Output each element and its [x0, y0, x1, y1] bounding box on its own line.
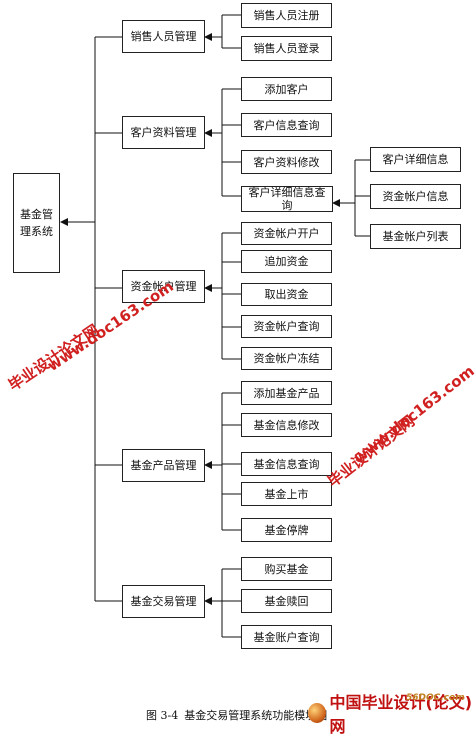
figure-title: 基金交易管理系统功能模块图 [184, 709, 328, 722]
leaf-node: 基金信息查询 [241, 452, 332, 476]
leaf-node: 基金信息修改 [241, 413, 332, 437]
sub-leaf-node: 客户详细信息 [370, 147, 461, 172]
leaf-node: 客户信息查询 [241, 113, 332, 137]
sub-leaf-node: 资金帐户信息 [370, 184, 461, 209]
module-node-fund-trading: 基金交易管理 [122, 585, 205, 618]
module-node-fund-account: 资金帐户管理 [122, 270, 205, 303]
leaf-node: 资金帐户冻结 [241, 347, 332, 370]
leaf-node: 客户资料修改 [241, 150, 332, 174]
module-node-fund-product: 基金产品管理 [122, 449, 205, 482]
leaf-node: 基金停牌 [241, 518, 332, 542]
leaf-node-with-children: 客户详细信息查询 [241, 186, 333, 212]
figure-caption: 图 3-4 基金交易管理系统功能模块图 [146, 707, 333, 723]
root-node: 基金管理系统 [13, 173, 60, 273]
logo-site-text: 56DOC.com [406, 693, 465, 703]
leaf-node: 取出资金 [241, 283, 332, 306]
leaf-node: 追加资金 [241, 250, 332, 273]
leaf-node: 购买基金 [241, 557, 332, 581]
leaf-node: 销售人员登录 [241, 36, 332, 61]
sub-leaf-node: 基金帐户列表 [370, 224, 461, 249]
site-logo: 中国毕业设计(论文)网 56DOC.com [308, 693, 476, 736]
leaf-node: 基金赎回 [241, 589, 332, 613]
leaf-node: 资金帐户查询 [241, 315, 332, 338]
leaf-node: 资金帐户开户 [241, 222, 332, 245]
module-node-customer-info: 客户资料管理 [122, 116, 205, 149]
module-node-sales-staff: 销售人员管理 [122, 20, 205, 53]
globe-icon [308, 703, 327, 723]
leaf-node: 销售人员注册 [241, 3, 332, 28]
leaf-node: 基金账户查询 [241, 625, 332, 649]
leaf-node: 基金上市 [241, 482, 332, 506]
figure-number: 图 3-4 [146, 709, 179, 722]
leaf-node: 添加客户 [241, 77, 332, 101]
leaf-node: 添加基金产品 [241, 381, 332, 405]
